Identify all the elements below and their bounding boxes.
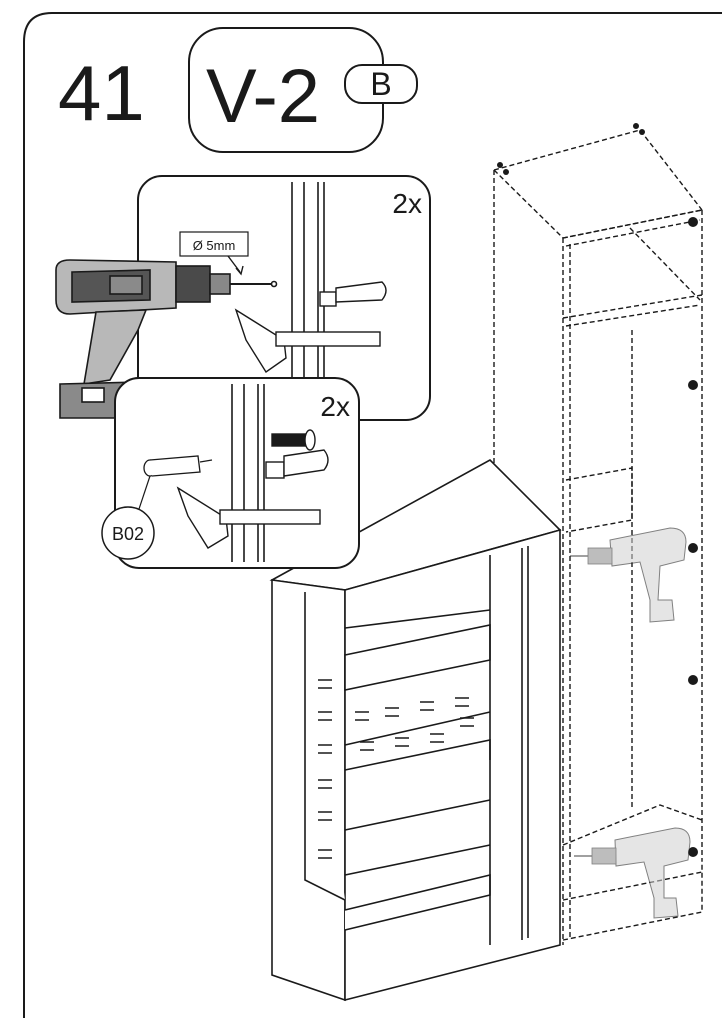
variant-sub-label: B xyxy=(370,66,391,102)
part-callout-circle xyxy=(101,506,155,560)
variant-sub-badge xyxy=(344,64,418,104)
drill-bit-arrow xyxy=(227,255,244,276)
page-border xyxy=(23,12,722,1018)
clamp-top xyxy=(234,281,387,373)
detail-bottom-panel xyxy=(231,384,265,562)
drill-bit-label: Ø 5mm xyxy=(193,238,236,253)
clamp-bottom xyxy=(176,449,329,549)
cabinet-hinges xyxy=(497,123,698,857)
shelf-pin-marks xyxy=(318,679,474,859)
variant-label: V-2 xyxy=(206,54,320,139)
step-number: 41 xyxy=(58,49,145,137)
faded-drill-upper xyxy=(570,527,687,623)
detail-top-quantity: 2x xyxy=(392,188,422,219)
dashed-tall-cabinet xyxy=(493,129,703,945)
detail-bottom-quantity: 2x xyxy=(320,391,350,422)
drill-bit-label-box xyxy=(179,231,249,257)
part-callout-leader xyxy=(137,475,151,513)
part-code: B02 xyxy=(112,524,144,544)
screw-icon xyxy=(271,429,316,451)
faded-drill-lower xyxy=(574,827,691,919)
